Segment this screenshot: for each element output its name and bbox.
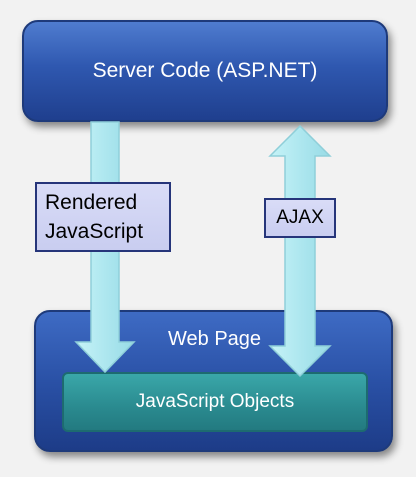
rendered-label-line-2: JavaScript — [45, 220, 144, 243]
server-code-box: Server Code (ASP.NET) — [22, 20, 388, 122]
ajax-label-box: AJAX — [264, 198, 336, 238]
rendered-javascript-label-box: Rendered JavaScript — [35, 182, 171, 252]
javascript-objects-box: JavaScript Objects — [62, 372, 368, 432]
web-page-label: Web Page — [168, 328, 262, 350]
server-code-label: Server Code (ASP.NET) — [92, 59, 318, 82]
rendered-label-line-1: Rendered — [45, 191, 138, 214]
ajax-label: AJAX — [276, 207, 324, 228]
ajax-bidirectional-arrow — [268, 124, 332, 378]
javascript-objects-label: JavaScript Objects — [135, 391, 295, 412]
